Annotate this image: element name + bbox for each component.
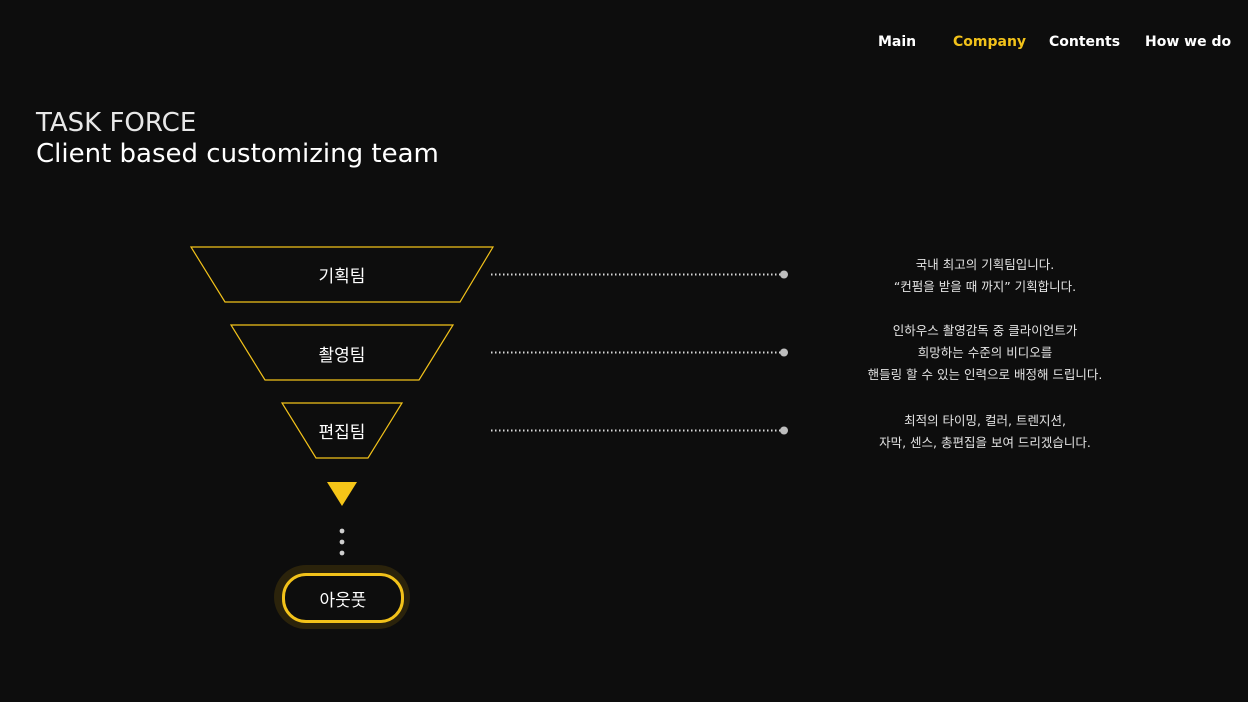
- description-line: 핸들링 할 수 있는 인력으로 배정해 드립니다.: [867, 367, 1103, 382]
- connector-dot-planning: [780, 270, 788, 279]
- section-title: Client based customizing team: [36, 139, 439, 169]
- ellipsis-dot-icon: [339, 528, 345, 534]
- description-line: 희망하는 수준의 비디오를: [917, 345, 1053, 360]
- output-label: 아웃풋: [282, 573, 404, 623]
- section-kicker: TASK FORCE: [36, 108, 197, 138]
- nav-main[interactable]: Main: [878, 34, 917, 50]
- funnel-stage-editing-label: 편집팀: [318, 423, 366, 443]
- description-line: 인하우스 촬영감독 중 클라이언트가: [892, 323, 1078, 338]
- stage-description-editing: 최적의 타이밍, 컬러, 트렌지션, 자막, 센스, 총편집을 보여 드리겠습니…: [830, 410, 1140, 454]
- description-line: 국내 최고의 기획팀입니다.: [915, 257, 1055, 272]
- top-nav: Main Company Contents How we do: [0, 34, 1248, 54]
- funnel-stage-planning-shape: [189, 246, 495, 303]
- nav-how-we-do[interactable]: How we do: [1145, 34, 1232, 50]
- down-arrow-icon: [327, 482, 357, 506]
- ellipsis-dot-icon: [339, 539, 345, 545]
- funnel-stage-filming-shape: [229, 324, 455, 381]
- connector-dot-filming: [780, 348, 788, 357]
- funnel-stage-planning-label: 기획팀: [318, 267, 366, 287]
- description-line: 최적의 타이밍, 컬러, 트렌지션,: [904, 413, 1066, 428]
- funnel-stage-editing-shape: [280, 402, 404, 459]
- nav-contents[interactable]: Contents: [1049, 34, 1121, 50]
- nav-company[interactable]: Company: [953, 34, 1027, 50]
- funnel-stage-filming-label: 촬영팀: [318, 346, 366, 366]
- output-badge: 아웃풋: [274, 565, 410, 629]
- stage-description-filming: 인하우스 촬영감독 중 클라이언트가 희망하는 수준의 비디오를 핸들링 할 수…: [830, 320, 1140, 386]
- connector-dot-editing: [780, 426, 788, 435]
- stage-description-planning: 국내 최고의 기획팀입니다. “컨펌을 받을 때 까지” 기획합니다.: [830, 254, 1140, 298]
- description-line: 자막, 센스, 총편집을 보여 드리겠습니다.: [879, 435, 1091, 450]
- description-line: “컨펌을 받을 때 까지” 기획합니다.: [893, 279, 1077, 294]
- ellipsis-dot-icon: [339, 550, 345, 556]
